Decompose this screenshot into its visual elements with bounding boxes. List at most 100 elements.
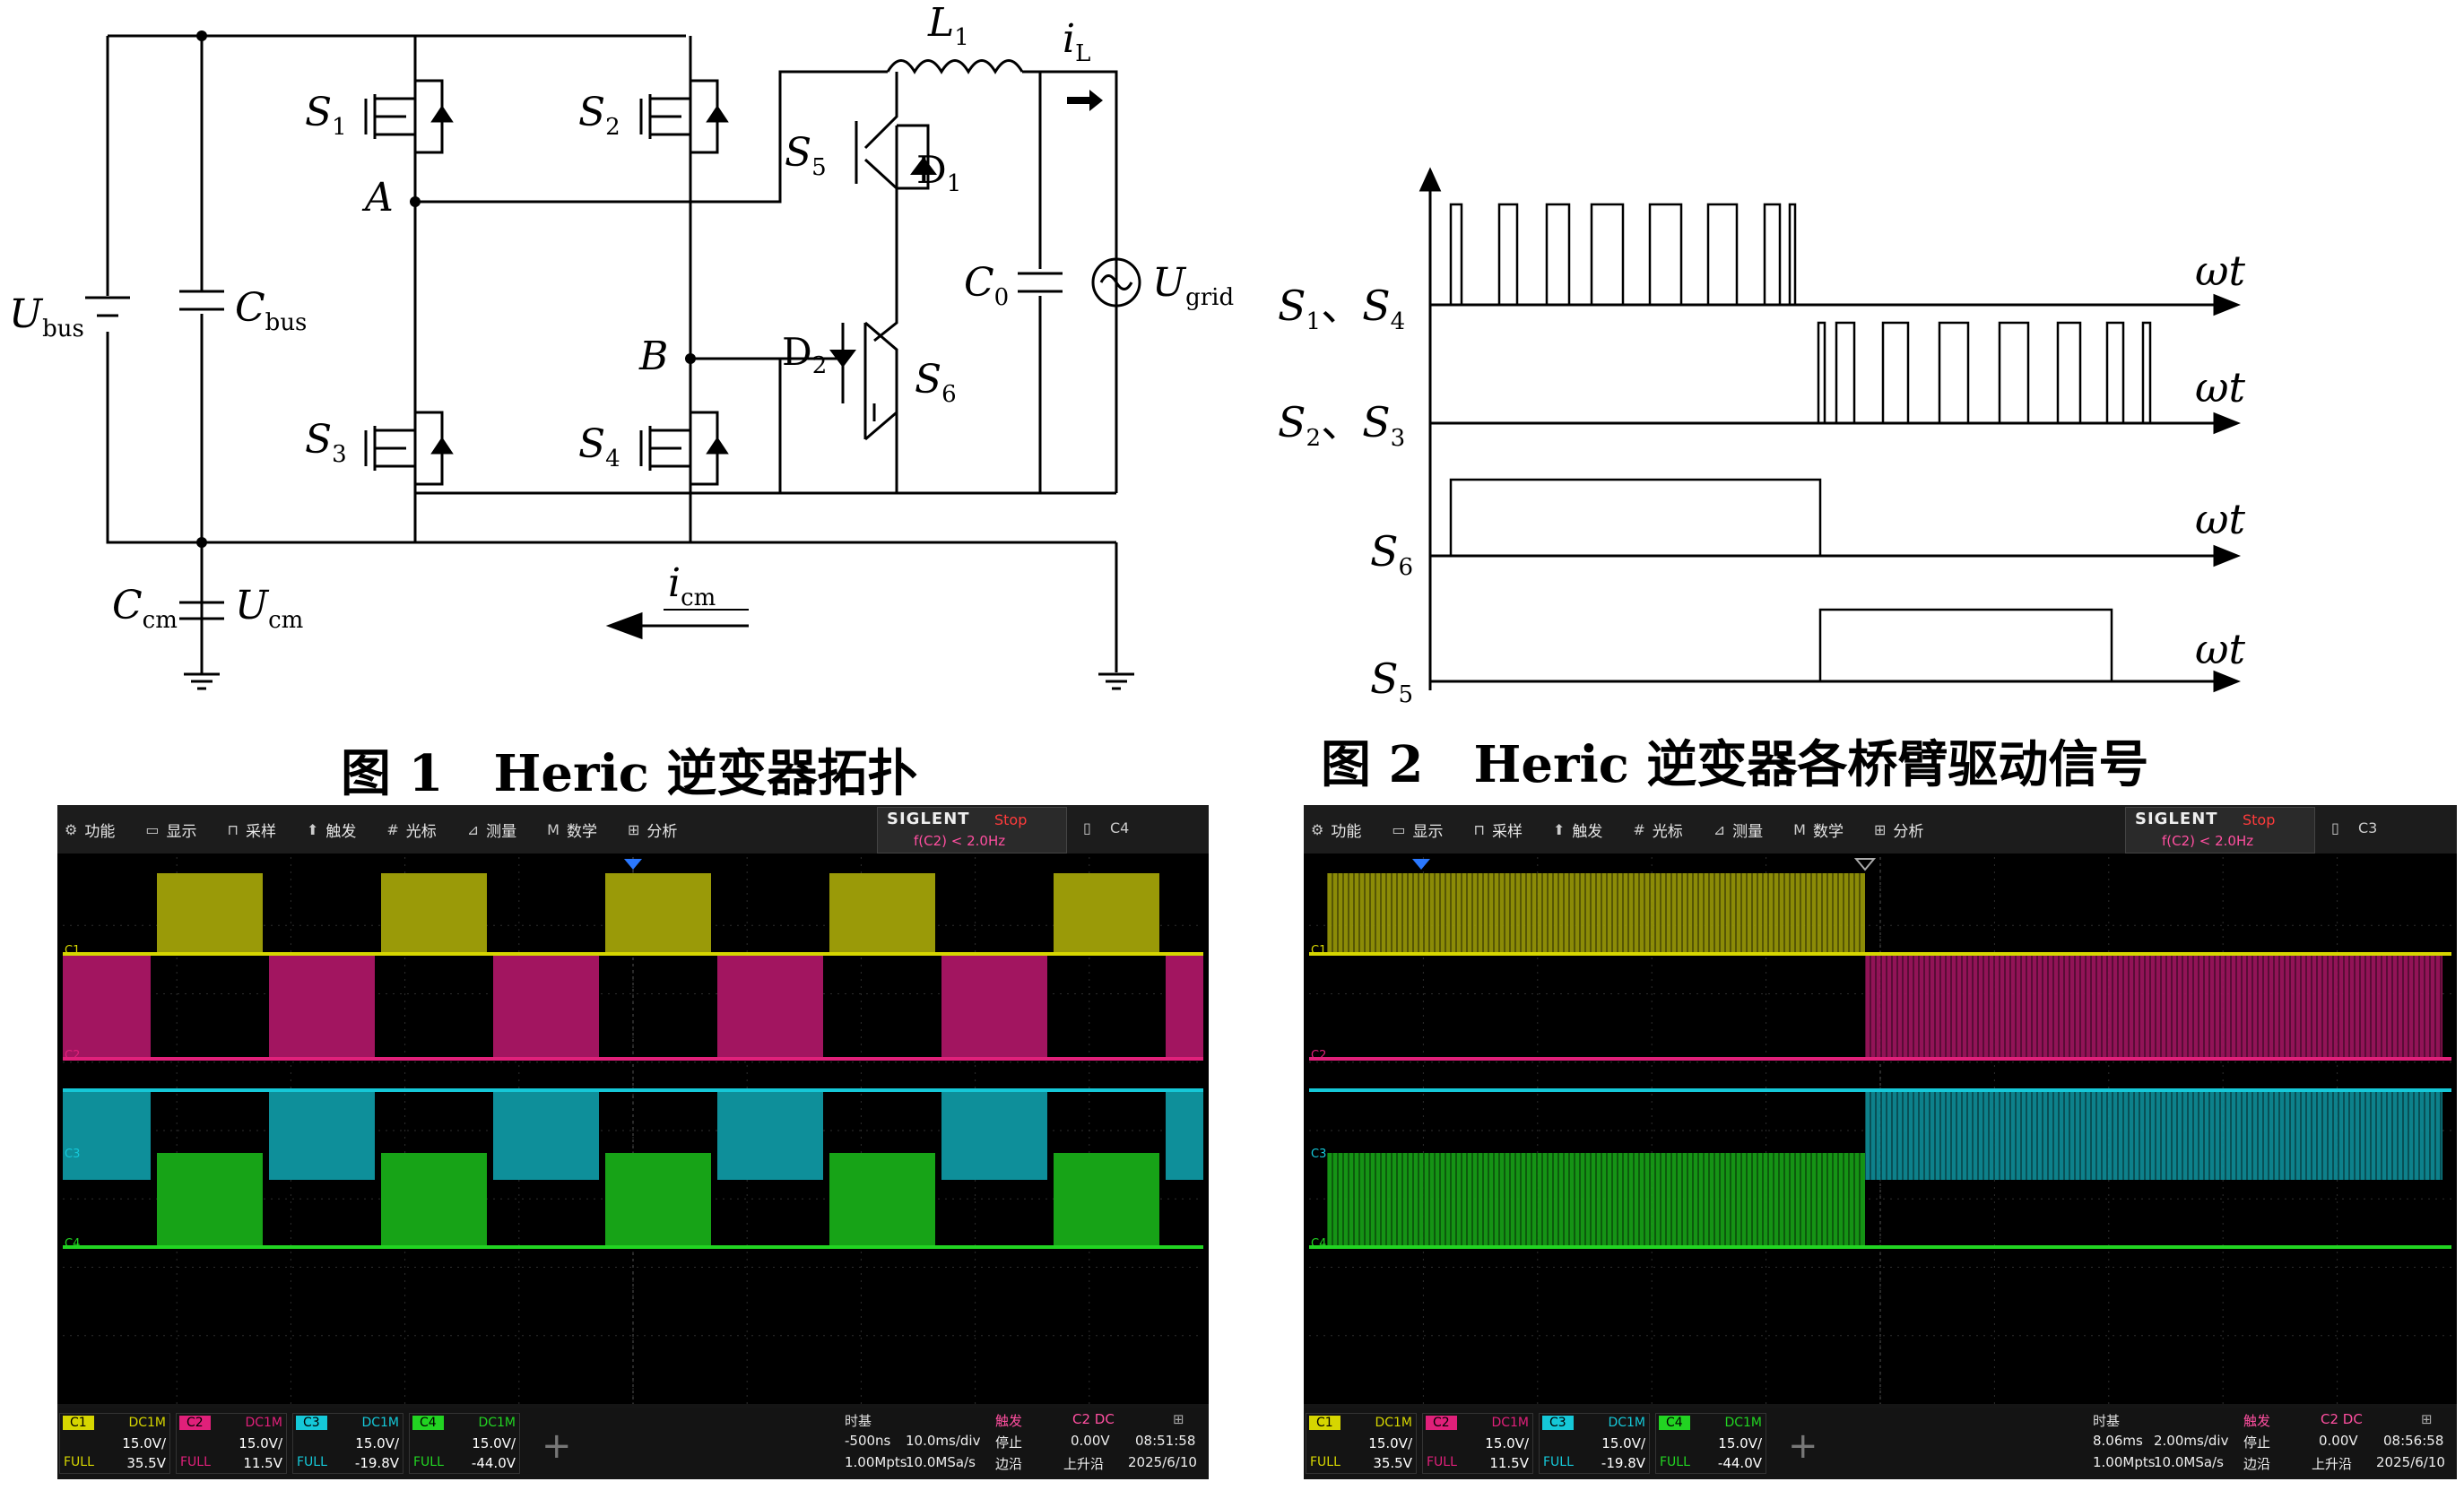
pulse-fill [717,1090,823,1180]
label-ccm: Ccm [112,583,178,634]
channel-marker: C1 [65,944,80,957]
scope-menu-item[interactable]: ⊓采样 [1473,820,1523,841]
timebase-rate: 10.0MSa/s [906,1454,976,1470]
scope-menu-item[interactable]: ⬆触发 [306,820,357,841]
label-l1: L1 [928,0,969,51]
doc-icon: ▯ [2331,819,2339,836]
scope-menu-item[interactable]: ⚙功能 [65,820,116,841]
scope-menu-item[interactable]: ⊓采样 [227,820,276,841]
channel-scale: 15.0V/ [1485,1435,1529,1451]
trigger-marker-outline [1853,858,1877,871]
pulse-fill [269,956,375,1059]
scope-menu-item[interactable]: #光标 [1633,820,1683,841]
channel-offset: -19.8V [354,1455,399,1471]
channel-scale: 15.0V/ [1368,1435,1412,1451]
menu-icon: ▭ [145,820,160,838]
brand-name: SIGLENT [2135,810,2218,828]
timebase-points: 1.00Mpts [845,1454,907,1470]
figure-1-caption: 图 1 Heric 逆变器拓扑 [341,744,918,803]
menu-icon: ⬆ [306,820,319,838]
menu-icon: # [386,820,399,838]
channel-coupling: DC1M [245,1416,282,1430]
trigger-level: 0.00V [2319,1433,2358,1449]
scope-menu-item[interactable]: ⚙功能 [1311,820,1362,841]
pulse-fill [1054,873,1159,954]
scope-menu-item[interactable]: ⬆触发 [1552,820,1603,841]
channel-tag: C1 [1309,1416,1340,1430]
channel-marker: C2 [65,1049,80,1062]
trigger-source: C2 DC [1072,1411,1115,1427]
pulse-fill [829,1153,935,1247]
add-channel-icon[interactable]: + [1788,1425,1818,1467]
timebase-div: 2.00ms/div [2154,1433,2229,1449]
scope-menu-item[interactable]: #光标 [386,820,437,841]
timebase-rate: 10.0MSa/s [2154,1454,2224,1470]
channel-scale: 15.0V/ [1601,1435,1645,1451]
run-status: Stop [994,811,1028,828]
scope-menu-item[interactable]: ▭显示 [145,820,197,841]
run-status: Stop [2243,811,2276,828]
scope-menu-item[interactable]: ⊿测量 [1713,820,1764,841]
clock-time: 08:51:58 [1135,1433,1196,1449]
channel-offset: 35.5V [126,1455,166,1471]
pulse-fill [1166,1090,1203,1180]
label-node-a: A [365,175,394,221]
timing-axis-label-1: ωt [2195,247,2245,295]
channel-bandwidth: FULL [297,1455,327,1469]
menu-icon: M [1793,820,1806,838]
pulse-fill [63,956,151,1059]
timebase-label: 时基 [845,1413,872,1429]
scope-menu-item[interactable]: ⊞分析 [627,820,678,841]
selected-channel[interactable]: C3 [2358,819,2378,836]
label-s4: S4 [578,421,620,472]
channel-offset: 11.5V [243,1455,282,1471]
add-channel-icon[interactable]: + [542,1425,572,1467]
timing-waveform [1430,321,2152,425]
label-ubus: Ubus [9,291,84,342]
trigger-level: 0.00V [1071,1433,1110,1449]
channel-offset: -44.0V [1717,1455,1762,1471]
timing-waveform [1430,203,1797,307]
trigger-slope: 上升沿 [2312,1456,2353,1472]
label-icm: icm [668,560,716,611]
pulse-fill [941,1090,1047,1180]
pulse-fill [63,1090,151,1180]
pulse-fill [493,956,599,1059]
pulse-fill [1166,956,1203,1059]
brand-name: SIGLENT [887,810,970,828]
channel-marker: C4 [1311,1237,1326,1251]
trigger-position-marker [624,859,642,870]
scope-menu-item[interactable]: ⊿测量 [466,820,517,841]
scope-menu-item[interactable]: ▭显示 [1392,820,1444,841]
label-cbus: Cbus [235,285,308,336]
channel-marker: C3 [65,1148,80,1161]
channel-bandwidth: FULL [413,1455,444,1469]
timing-axis-label-4: ωt [2195,625,2245,673]
menu-icon: ⬆ [1552,820,1566,838]
selected-channel[interactable]: C4 [1110,819,1130,836]
trigger-condition: f(C2) < 2.0Hz [2162,833,2254,849]
scope-menu-item[interactable]: ⊞分析 [1873,820,1924,841]
pulse-fill [829,873,935,954]
channel-bandwidth: FULL [1543,1455,1574,1469]
channel-marker: C2 [1311,1049,1326,1062]
menu-icon: ⊞ [1873,820,1887,838]
scope-brand-panel: SIGLENT Stop f(C2) < 2.0Hz [2125,807,2315,853]
